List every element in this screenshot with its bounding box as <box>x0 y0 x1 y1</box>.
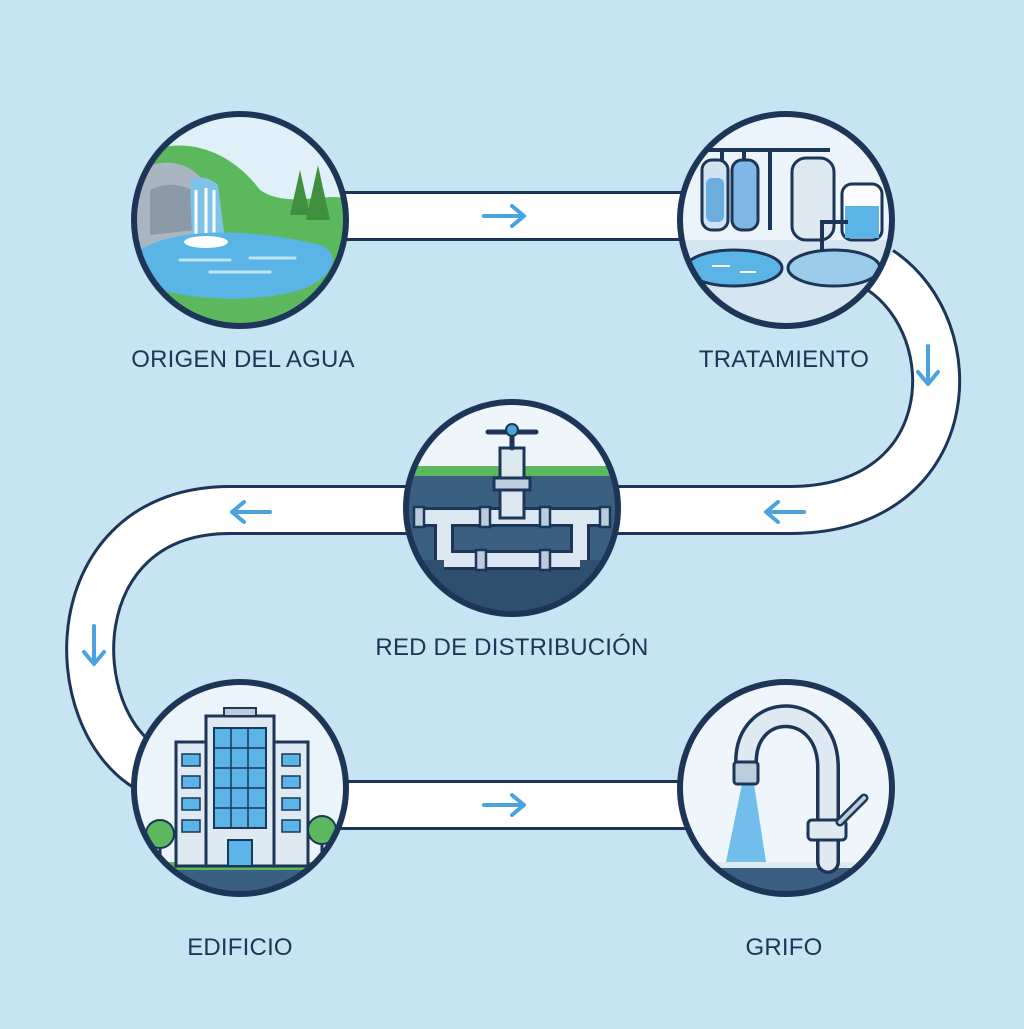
step-treatment-label: TRATAMIENTO <box>698 346 870 373</box>
building-icon <box>134 682 346 894</box>
step-treatment-badge <box>677 111 895 329</box>
arrow-right-icon <box>482 204 526 228</box>
treatment-plant-icon <box>680 114 892 326</box>
step-network-badge <box>403 399 621 617</box>
step-building-badge <box>131 679 349 897</box>
arrow-right-icon <box>482 793 526 817</box>
flow-arrows <box>82 204 940 817</box>
step-origin-badge <box>131 111 349 329</box>
arrow-down-icon <box>82 624 106 666</box>
step-network-label: RED DE DISTRIBUCIÓN <box>375 634 649 661</box>
waterfall-lake-icon <box>134 114 346 326</box>
step-building-label: EDIFICIO <box>187 934 293 961</box>
arrow-left-icon <box>764 500 806 524</box>
arrow-left-icon <box>230 500 272 524</box>
step-tap-badge <box>677 679 895 897</box>
arrow-down-icon <box>916 344 940 386</box>
step-tap-label: GRIFO <box>745 934 823 961</box>
step-origin-label: ORIGEN DEL AGUA <box>131 346 355 373</box>
